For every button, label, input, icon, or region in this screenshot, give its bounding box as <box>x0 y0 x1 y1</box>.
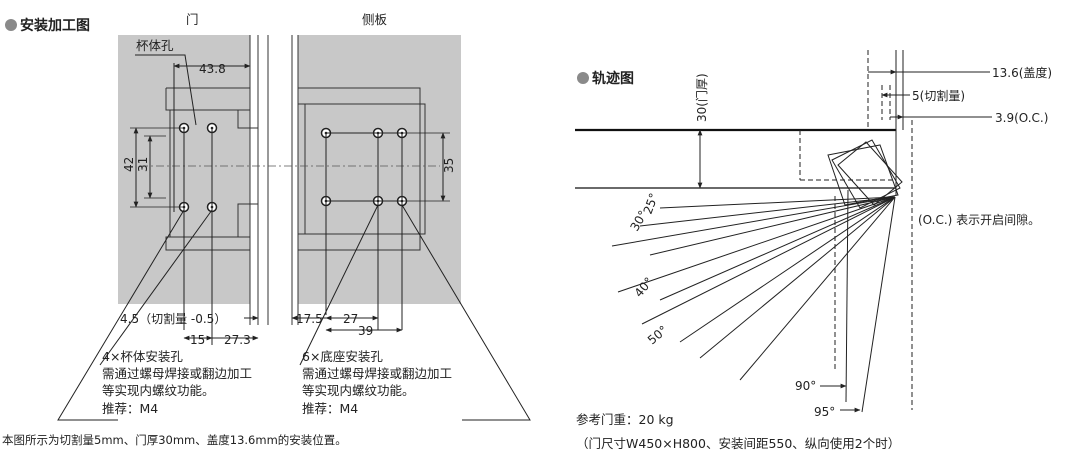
dim-42: 42 <box>122 157 136 172</box>
svg-text:需通过螺母焊接或翻边加工: 需通过螺母焊接或翻边加工 <box>102 366 252 381</box>
dim-17-5: 17.5 <box>296 312 323 326</box>
dim-27: 27 <box>343 312 358 326</box>
install-section-title: 安装加工图 <box>20 17 90 34</box>
angle-50-label: 50° <box>645 323 670 347</box>
angle-95-label: 95° <box>814 405 835 419</box>
svg-text:推荐：M4: 推荐：M4 <box>302 401 358 416</box>
angle-40-label: 40° <box>632 275 656 300</box>
svg-text:等实现内螺纹功能。: 等实现内螺纹功能。 <box>302 383 415 398</box>
dim-4-5: 4.5（切割量 -0.5） <box>120 311 226 326</box>
cut-amount-label: 5(切割量) <box>912 88 965 103</box>
ref-note: （门尺寸W450×H800、安装间距550、纵向使用2个时） <box>576 436 900 451</box>
dim-15: 15 <box>190 333 205 347</box>
angle-25-label: 25° <box>641 191 661 216</box>
cup-plate-outline <box>165 87 259 251</box>
base-hole-note: 6×底座安装孔 需通过螺母焊接或翻边加工 等实现内螺纹功能。 推荐：M4 <box>302 349 452 416</box>
oc-note: (O.C.) 表示开启间隙。 <box>918 213 1040 227</box>
cup-hole-note: 4×杯体安装孔 需通过螺母焊接或翻边加工 等实现内螺纹功能。 推荐：M4 <box>102 349 252 416</box>
dim-31: 31 <box>136 157 150 172</box>
svg-text:需通过螺母焊接或翻边加工: 需通过螺母焊接或翻边加工 <box>302 366 452 381</box>
base-plate-outline <box>298 87 426 251</box>
svg-text:等实现内螺纹功能。: 等实现内螺纹功能。 <box>102 383 215 398</box>
dim-27-3: 27.3 <box>224 333 251 347</box>
door-rotation-frames <box>827 139 903 209</box>
trajectory-section-title: 轨迹图 <box>592 70 634 87</box>
svg-text:4×杯体安装孔: 4×杯体安装孔 <box>102 349 183 364</box>
angle-90-label: 90° <box>795 379 816 393</box>
install-footer-note: 本图所示为切割量5mm、门厚30mm、盖度13.6mm的安装位置。 <box>2 433 347 447</box>
overlay-label: 13.6(盖度) <box>992 65 1052 80</box>
door-slab <box>575 128 896 189</box>
section-bullet-icon <box>5 19 17 31</box>
dim-43-8: 43.8 <box>199 62 226 76</box>
oc-label: 3.9(O.C.) <box>995 111 1048 125</box>
dim-39: 39 <box>358 324 373 338</box>
svg-text:6×底座安装孔: 6×底座安装孔 <box>302 349 383 364</box>
side-panel-label: 侧板 <box>362 12 388 27</box>
svg-text:推荐：M4: 推荐：M4 <box>102 401 158 416</box>
door-label: 门 <box>186 12 199 27</box>
ref-weight: 参考门重：20 kg <box>576 412 674 427</box>
cup-hole-label: 杯体孔 <box>136 38 174 53</box>
dim-35: 35 <box>442 158 456 173</box>
edge-lines <box>249 35 299 325</box>
swing-lines <box>611 189 896 413</box>
section-bullet-icon <box>577 72 589 84</box>
door-thickness-label: 30(门厚) <box>694 73 709 122</box>
